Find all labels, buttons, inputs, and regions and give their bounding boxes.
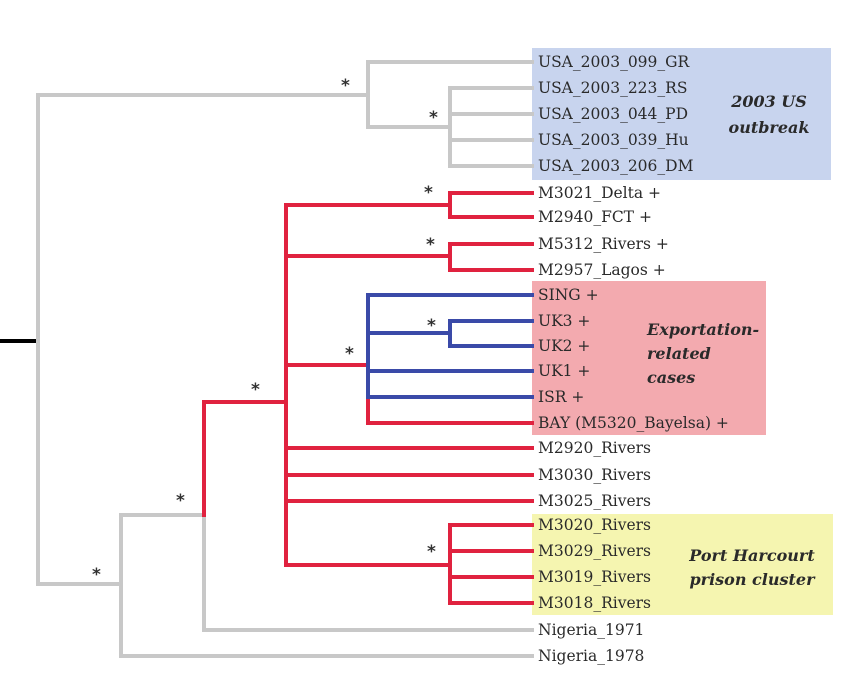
leaf-label: USA_2003_206_DM	[538, 157, 694, 175]
leaf-label: SING +	[538, 286, 599, 304]
leaf-label: USA_2003_039_Hu	[538, 131, 689, 149]
leaf-label: M3030_Rivers	[538, 466, 651, 484]
support-marker: *	[427, 316, 436, 336]
prison-cluster-label: Port Harcourt	[688, 546, 815, 565]
support-marker: *	[426, 235, 435, 255]
exportation-label: related	[647, 344, 711, 363]
leaf-label: USA_2003_044_PD	[538, 105, 688, 123]
us-outbreak-box	[532, 48, 831, 180]
exportation-label: cases	[647, 368, 695, 387]
leaf-label: UK1 +	[538, 362, 590, 380]
support-marker: *	[424, 183, 433, 203]
support-marker: *	[341, 76, 350, 96]
leaf-label: M3029_Rivers	[538, 542, 651, 560]
prison-cluster-label: prison cluster	[689, 570, 816, 589]
leaf-label: M3018_Rivers	[538, 594, 651, 612]
support-marker: *	[427, 542, 436, 562]
leaf-label: M5312_Rivers +	[538, 235, 669, 253]
exportation-label: Exportation-	[646, 320, 759, 339]
leaf-label: M2920_Rivers	[538, 439, 651, 457]
gray-branches	[36, 60, 534, 658]
leaf-label: M3020_Rivers	[538, 516, 651, 534]
leaf-label: UK3 +	[538, 312, 590, 330]
leaf-label: Nigeria_1978	[538, 647, 644, 665]
support-marker: *	[176, 491, 185, 511]
leaf-label: M3021_Delta +	[538, 184, 661, 202]
support-marker: *	[345, 344, 354, 364]
leaf-label: ISR +	[538, 388, 584, 406]
leaf-label: UK2 +	[538, 337, 590, 355]
red-branches	[202, 191, 534, 605]
leaf-label: M3019_Rivers	[538, 568, 651, 586]
leaf-label: Nigeria_1971	[538, 621, 644, 639]
us-outbreak-label: 2003 US	[730, 92, 807, 111]
leaf-label: USA_2003_223_RS	[538, 79, 687, 97]
blue-branches	[366, 293, 534, 399]
prison-cluster-box	[532, 514, 833, 615]
support-marker: *	[429, 108, 438, 128]
leaf-label: M2940_FCT +	[538, 208, 652, 226]
support-marker: *	[251, 380, 260, 400]
support-marker: *	[92, 565, 101, 585]
exportation-box	[532, 281, 766, 435]
leaf-label: BAY (M5320_Bayelsa) +	[538, 414, 729, 432]
leaf-label: M2957_Lagos +	[538, 261, 666, 279]
leaf-label: M3025_Rivers	[538, 492, 651, 510]
leaf-label: USA_2003_099_GR	[538, 53, 691, 71]
us-outbreak-label: outbreak	[729, 118, 810, 137]
